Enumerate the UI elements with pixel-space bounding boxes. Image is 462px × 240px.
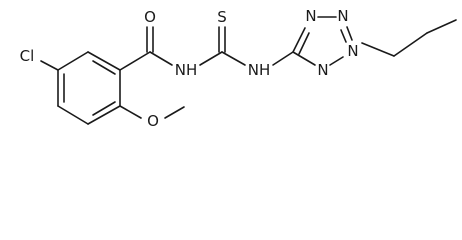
atom-o-carbonyl: O	[144, 8, 156, 26]
cl-bond	[40, 60, 59, 71]
atom-n-tetrazole-2: N	[337, 7, 348, 25]
tetrazole-ring	[292, 16, 353, 66]
amide-n-bond	[149, 51, 173, 66]
atom-nh-tetrazole: NH	[248, 61, 271, 79]
benzene-ring	[57, 51, 121, 125]
atom-cl: Cl	[20, 47, 35, 65]
atom-n-tetrazole-1: N	[305, 7, 316, 25]
carbonyl-carbon-bond	[119, 51, 151, 71]
atom-nh-amide: NH	[175, 61, 198, 79]
atom-o-methoxy: O	[147, 112, 159, 130]
methoxy-bond	[119, 105, 142, 119]
atom-n-tetrazole-4: N	[317, 61, 328, 79]
atom-n-tetrazole-3: N	[347, 42, 358, 60]
molecule-structure: Cl O O NH S NH N N N N	[20, 7, 457, 130]
tetrazole-link-bond	[272, 51, 294, 66]
methyl-bond	[164, 106, 185, 119]
thiourea-bond-right	[221, 51, 246, 66]
atom-s: S	[217, 8, 227, 26]
propyl-chain	[361, 19, 457, 57]
thiourea-bond-left	[199, 51, 223, 66]
